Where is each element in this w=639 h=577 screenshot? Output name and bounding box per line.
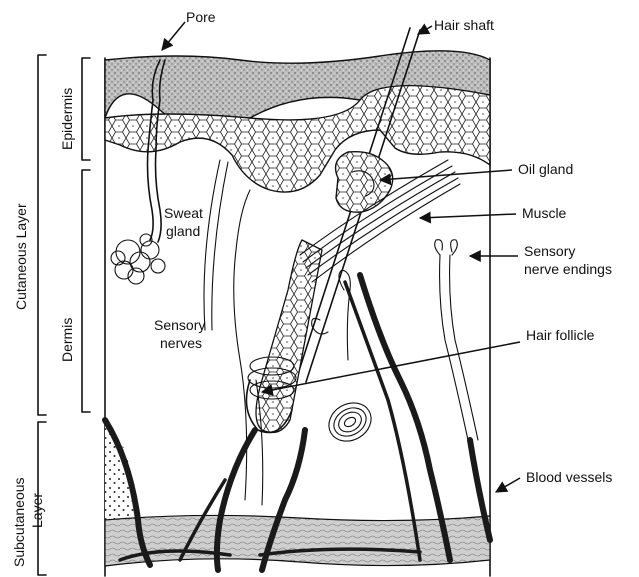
muscle-label: Muscle [522,205,567,221]
pore-label: Pore [186,9,216,25]
oil-gland-label: Oil gland [518,161,573,177]
subcutaneous-label-line1: Subcutaneous [11,477,27,567]
blood-vessels-label: Blood vessels [526,469,612,485]
sweat-gland-label-line2: gland [166,223,200,239]
cutaneous-layer-label: Cutaneous Layer [13,203,29,310]
hair-shaft-label: Hair shaft [434,17,494,33]
pore-arrow [162,22,185,50]
sensory-nerve-endings-label-line1: Sensory [524,243,575,259]
sensory-nerve-endings-label-line2: nerve endings [524,261,612,277]
sensory-nerves-label-line1: Sensory [154,317,205,333]
blood-vessels-arrow [496,478,520,492]
epidermis-label: Epidermis [59,88,75,150]
sweat-gland-label-line1: Sweat [164,205,203,221]
subcutaneous-label-line2: Layer [29,493,45,528]
sensory-nerves-label-line2: nerves [160,335,202,351]
hair-follicle-label: Hair follicle [526,327,595,343]
dermis-label: Dermis [59,318,75,362]
